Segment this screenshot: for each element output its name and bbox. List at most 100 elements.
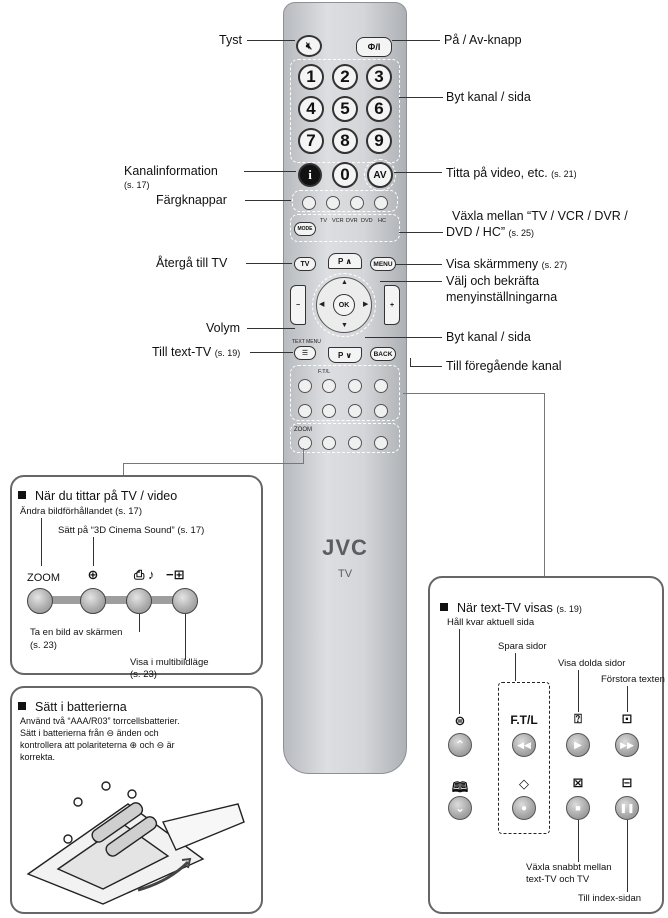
mode-button[interactable]: MODE <box>294 222 316 236</box>
volume-down-button[interactable]: − <box>290 285 306 325</box>
hold-big-button[interactable]: ⌃ <box>448 733 472 757</box>
back-label: BACK <box>373 350 393 358</box>
digit-3-button[interactable]: 3 <box>366 64 392 90</box>
digit-label: 6 <box>374 99 384 118</box>
color-button-1[interactable] <box>302 196 316 210</box>
book-big-button[interactable]: ⌄ <box>448 796 472 820</box>
record-icon: ● <box>520 802 528 814</box>
watch-video-ref: (s. 21) <box>551 169 577 179</box>
tv-panel-connector-h <box>123 463 304 464</box>
back-button[interactable]: BACK <box>370 347 396 361</box>
mode-source-dvd: DVD <box>361 218 373 224</box>
size-button[interactable] <box>374 379 388 393</box>
size-big-button[interactable]: ▶▶ <box>615 733 639 757</box>
battery-panel-title-text: Sätt i batterierna <box>35 700 127 714</box>
hold-button[interactable] <box>298 379 312 393</box>
text-tv-button[interactable]: ☰ <box>294 346 316 360</box>
digit-4-button[interactable]: 4 <box>298 96 324 122</box>
battery-panel-title: Sätt i batterierna <box>18 700 127 714</box>
save-record-button[interactable] <box>322 404 336 418</box>
cinema-leader <box>93 537 94 566</box>
digit-label: 3 <box>374 67 384 86</box>
color-button-2[interactable] <box>326 196 340 210</box>
multi-picture-big-button[interactable] <box>172 588 198 614</box>
nav-left-icon: ◀ <box>319 301 325 308</box>
cinema-sound-button[interactable] <box>322 436 336 450</box>
cinema-big-button[interactable] <box>80 588 106 614</box>
cancel-x-icon: ⊠ <box>572 775 584 790</box>
battery-text-3: kontrollera att polariteterna ⊕ och ⊖ är <box>20 740 175 750</box>
info-button[interactable]: i <box>298 163 322 187</box>
volume-down-icon: − <box>295 301 301 309</box>
show-menu-leader <box>396 264 442 265</box>
color-button-3[interactable] <box>350 196 364 210</box>
volume-up-button[interactable]: + <box>384 285 400 325</box>
mute-leader <box>247 40 295 41</box>
cancel-button[interactable] <box>348 404 362 418</box>
digit-0-button[interactable]: 0 <box>332 162 358 188</box>
text-panel-connector-v <box>544 393 545 576</box>
snapshot-leader <box>139 614 140 632</box>
tv-button[interactable]: TV <box>294 257 316 271</box>
av-button[interactable]: AV <box>367 162 393 188</box>
digit-5-button[interactable]: 5 <box>332 96 358 122</box>
zoom-big-button[interactable] <box>27 588 53 614</box>
channel-info-label: Kanalinformation <box>124 164 218 178</box>
switch-mode-leader <box>399 232 443 233</box>
channel-page-bottom-leader <box>365 337 442 338</box>
pause-big-button[interactable]: ❚❚ <box>615 796 639 820</box>
tv-video-panel <box>10 475 263 675</box>
digit-9-button[interactable]: 9 <box>366 128 392 154</box>
battery-2 <box>105 816 158 857</box>
text-tv-buttons-group <box>290 365 400 421</box>
index-pause-button[interactable] <box>374 404 388 418</box>
tv-panel-connector-v <box>303 448 304 463</box>
power-icon: Ф/I <box>367 42 381 52</box>
zoom-button[interactable] <box>298 436 312 450</box>
text-menu-label: TEXT MENU <box>292 339 321 345</box>
snapshot-button[interactable] <box>348 436 362 450</box>
color-button-4[interactable] <box>374 196 388 210</box>
ok-label: OK <box>338 301 350 309</box>
stop-big-button[interactable]: ■ <box>566 796 590 820</box>
previous-channel-leader-h <box>410 366 442 367</box>
digit-8-button[interactable]: 8 <box>332 128 358 154</box>
ftl-big-button[interactable]: ◀◀ <box>512 733 536 757</box>
rewind-icon: ◀◀ <box>517 739 531 750</box>
ok-button[interactable]: OK <box>333 294 355 316</box>
record-big-button[interactable]: ● <box>512 796 536 820</box>
channel-info-ref: (s. 17) <box>124 180 150 190</box>
digit-label: 0 <box>340 165 350 184</box>
snapshot-icon: ⎙ ♪ <box>134 567 155 582</box>
mode-group <box>290 214 400 242</box>
text-panel-connector-h <box>403 393 544 394</box>
reveal-big-button[interactable]: ▶ <box>566 733 590 757</box>
digit-1-button[interactable]: 1 <box>298 64 324 90</box>
volume-label: Volym <box>206 321 241 335</box>
channel-up-button[interactable]: P ∧ <box>328 253 362 269</box>
snapshot-label-2: (s. 23) <box>30 640 57 651</box>
ftl-rewind-button[interactable] <box>322 379 336 393</box>
multi-picture-button[interactable] <box>374 436 388 450</box>
digit-2-button[interactable]: 2 <box>332 64 358 90</box>
text-tv-label: Till text-TV (s. 19) <box>152 345 240 360</box>
reveal-button[interactable] <box>348 379 362 393</box>
nav-up-icon: ▲ <box>341 279 348 286</box>
snapshot-big-button[interactable] <box>126 588 152 614</box>
show-menu-ref: (s. 27) <box>541 260 568 270</box>
digit-6-button[interactable]: 6 <box>366 96 392 122</box>
quick-switch-label-2: text-TV och TV <box>526 874 590 885</box>
hold-label: Håll kvar aktuell sida <box>447 617 535 628</box>
mute-label: Tyst <box>219 33 242 47</box>
power-button[interactable]: Ф/I <box>356 37 392 57</box>
mute-button[interactable]: 🔇︎ <box>296 35 322 57</box>
pause-icon: ❚❚ <box>619 802 635 813</box>
zoom-row-group <box>290 423 400 453</box>
multi-leader <box>185 614 186 660</box>
battery-cover <box>162 803 245 851</box>
channel-down-button[interactable]: P ∨ <box>328 347 362 363</box>
index-book-button[interactable] <box>298 404 312 418</box>
menu-button[interactable]: MENU <box>370 257 396 271</box>
mode-source-tv: TV <box>320 218 328 224</box>
digit-7-button[interactable]: 7 <box>298 128 324 154</box>
